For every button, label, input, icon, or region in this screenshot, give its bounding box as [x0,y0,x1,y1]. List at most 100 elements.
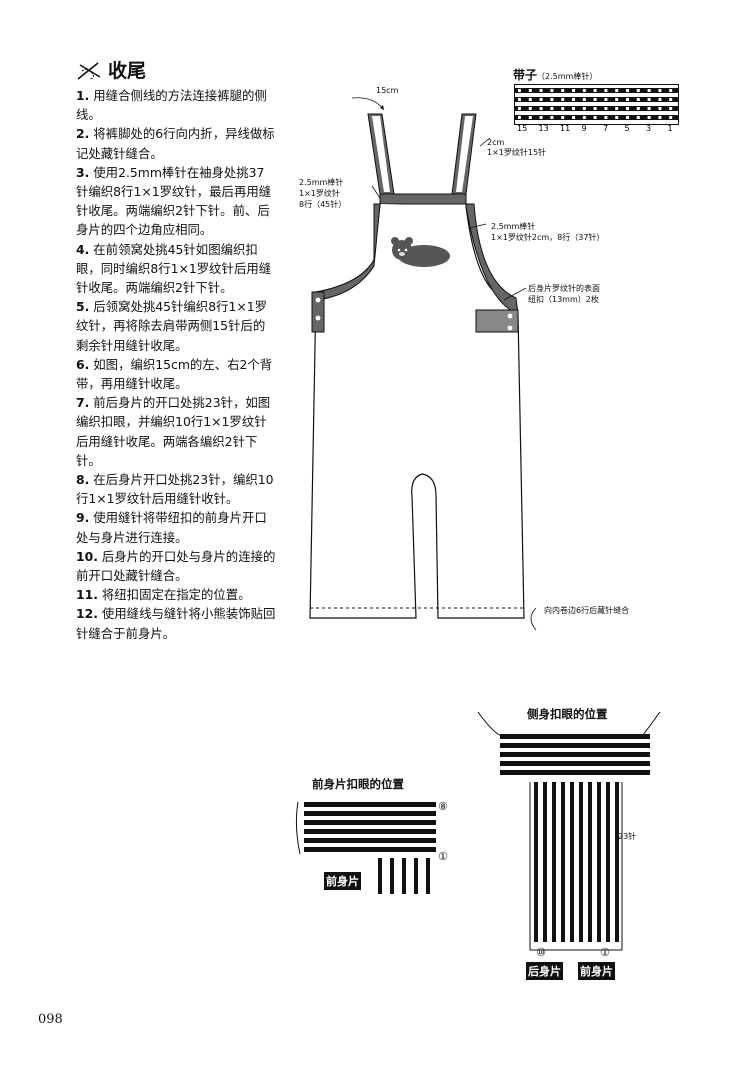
strap-col-number: 7 [603,124,608,133]
step-text: 使用2.5mm棒针在袖身处挑37针编织8行1×1罗纹针，最后再用缝针收尾。两端编… [76,164,272,238]
side-row [500,752,650,757]
step-number: 5. [76,299,90,315]
front-column [390,858,394,894]
strap-stitch [593,107,597,110]
side-column [579,782,583,942]
strap-stitch [615,107,619,110]
side-row [500,743,650,748]
step-number: 1. [76,88,90,103]
side-front-label: 前身片 [578,962,615,980]
hem-note: 向内卷边6行后藏针缝合 [544,606,630,615]
side-row [500,761,650,766]
strap-stitch [626,98,629,101]
step-number: 8. [76,472,90,488]
strap-col-number: 5 [625,124,630,133]
side-buttonhole-chart [477,712,661,951]
strap-stitch [669,89,673,92]
strap-length-label: 15cm [376,86,399,95]
step-text: 使用缝针将带纽扣的前身片开口处与身片进行连接。 [76,510,267,545]
strap-stitch [636,98,640,101]
step-number: 7. [76,395,90,411]
side-column [606,782,610,942]
strap-stitch [550,116,554,119]
front-row [304,829,436,834]
bear-applique-icon [391,237,450,267]
front-row-bottom: ① [438,850,448,863]
strap-stitch [615,98,619,101]
step-number: 2. [76,126,90,142]
strap-stitch [615,116,619,119]
side-col-right: ① [600,946,610,959]
side-column [543,782,547,942]
strap-stitch [561,89,565,92]
strap-stitch [604,98,608,101]
step-item: 2. 将裤脚处的6行向内折，异线做标记处藏针缝合。 [76,124,276,162]
step-number: 10. [76,548,98,564]
strap-stitch [528,116,532,119]
neck-rows-label: 8行（45针） [299,200,347,209]
step-number: 4. [76,241,90,257]
side-back-label: 后身片 [526,962,563,980]
strap-stitch [561,116,565,119]
strap-col-number: 13 [539,124,549,133]
strap-stitch [539,98,543,101]
step-item: 10. 后身片的开口处与身片的连接的前开口处藏针缝合。 [76,547,276,585]
strap-stitch [539,89,543,92]
strap-col-number: 11 [560,124,570,133]
knitting-needles-icon [77,61,101,80]
side-column [534,782,538,942]
side-row [500,734,650,739]
side-row [500,770,650,775]
front-row [304,811,436,816]
step-text: 后领窝处挑45针编织8行1×1罗纹针，再将除去肩带两侧15针后的剩余针用缝针收尾… [76,299,268,353]
step-text: 在前领窝处挑45针如图编织扣眼，同时编织8行1×1罗纹针后用缝针收尾。两端编织2… [76,241,272,296]
strap-stitch [669,107,673,110]
side-column [615,782,619,942]
strap-col-number: 15 [517,124,527,133]
step-number: 9. [76,510,90,526]
strap-stitch [518,89,521,92]
front-row [304,847,436,852]
strap-stitch [636,116,640,119]
front-row [304,802,436,807]
strap-stitch [572,98,575,101]
strap-stitch [604,89,608,92]
strap-width-label: 2cm [487,138,505,147]
strap-stitch [550,107,554,110]
step-item: 4. 在前领窝处挑45针如图编织扣眼，同时编织8行1×1罗纹针后用缝针收尾。两端… [76,240,276,298]
strap-stitch [626,116,629,119]
strap-col-number: 1 [668,124,673,133]
strap-stitch [647,107,651,110]
strap-stitch [582,89,586,92]
strap-stitch [658,98,662,101]
front-edge [295,801,301,855]
strap-stitch [647,89,651,92]
neck-needle-label: 2.5mm棒针 [299,178,344,187]
strap-stitch [593,98,597,101]
step-text: 后身片的开口处与身片的连接的前开口处藏针缝合。 [76,548,276,584]
arm-needle-label: 2.5mm棒针 [491,222,536,231]
side-col-left: ⑩ [536,946,546,959]
step-text: 使用缝线与缝针将小熊装饰贴回针缝合于前身片。 [76,606,276,641]
step-item: 9. 使用缝针将带纽扣的前身片开口处与身片进行连接。 [76,508,276,546]
neck-rib-label: 1×1罗纹针 [299,189,340,198]
strap-col-number: 9 [582,124,587,133]
strap-stitch [636,89,640,92]
strap-stitch [658,107,662,110]
side-stitch-count: 23针 [618,832,637,841]
front-column [402,858,406,894]
strap-stitch [669,98,673,101]
finishing-steps: 1. 用缝合侧线的方法连接裤腿的侧线。2. 将裤脚处的6行向内折，异线做标记处藏… [76,86,276,643]
step-item: 3. 使用2.5mm棒针在袖身处挑37针编织8行1×1罗纹针，最后再用缝针收尾。… [76,163,276,240]
strap-stitch [518,98,521,101]
arm-rib-label: 1×1罗纹针2cm，8行（37针） [491,233,605,242]
strap-note: （2.5mm棒针） [537,72,598,81]
strap-stitch [561,98,565,101]
strap-stitch [572,89,575,92]
step-text: 将裤脚处的6行向内折，异线做标记处藏针缝合。 [76,126,275,161]
strap-stitch [550,89,554,92]
side-column [570,782,574,942]
strap-stitch [604,107,608,110]
strap-stitch [518,107,521,110]
